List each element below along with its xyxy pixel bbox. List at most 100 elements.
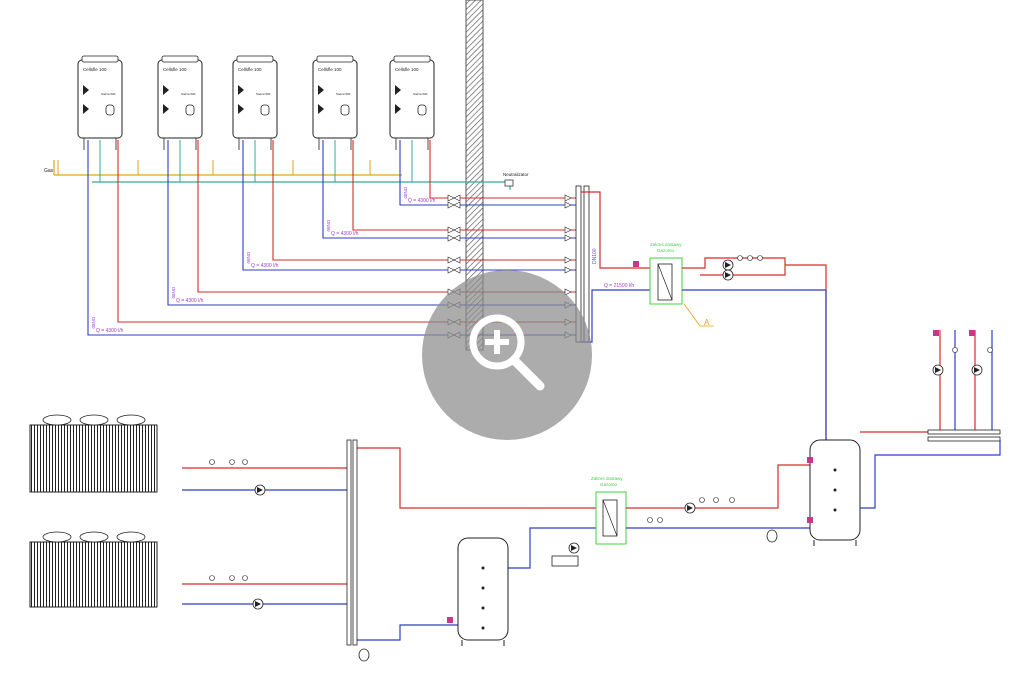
dry-cooler-1[interactable]: [29, 414, 158, 493]
check-valve: [564, 234, 572, 242]
gauge: [229, 459, 235, 465]
total-flow-label: Q = 21500 l/h: [604, 283, 634, 289]
gauge: [757, 255, 763, 261]
gauge: [242, 575, 248, 581]
gauge: [729, 497, 735, 503]
neutraliser: Neutralizator: [503, 172, 529, 187]
zoom-button[interactable]: [422, 270, 592, 440]
boiler-flow-label: Q = 4300 l/h: [96, 328, 124, 334]
boiler-panel-label: Stelna 500: [413, 92, 428, 96]
gauge: [209, 575, 215, 581]
gauge: [209, 459, 215, 465]
gauge: [699, 497, 705, 503]
boiler-flow-label: Q = 4300 l/h: [251, 263, 279, 269]
heat-exchanger-top[interactable]: [649, 257, 683, 305]
isolation-valve: [447, 256, 461, 264]
gauge: [713, 497, 719, 503]
boiler-return-pipe: [87, 140, 576, 336]
magnify-plus-icon: [469, 314, 545, 391]
pump: [932, 364, 944, 376]
hx-bottom-scope-line2: Gazomo: [600, 482, 618, 487]
boiler-model-label: Cellsfle 100: [83, 67, 107, 72]
boiler-panel-label: Stelna 500: [256, 92, 271, 96]
isolation-valve: [447, 194, 461, 202]
boiler-supply-pipe: [429, 140, 576, 199]
boiler-flow-label: Q = 4300 l/h: [408, 198, 436, 204]
dry-cooler-2[interactable]: [29, 531, 158, 608]
dosing-tank: [551, 555, 579, 567]
dn-label: DN80: [91, 317, 96, 329]
boiler-flow-label: Q = 4300 l/h: [331, 231, 359, 237]
dn-label: DN80: [171, 287, 176, 299]
neutraliser-label: Neutralizator: [503, 172, 529, 177]
pump: [252, 598, 264, 610]
boiler-flow-label: Q = 4300 l/h: [176, 298, 204, 304]
boiler-panel-label: Stelna 500: [181, 92, 196, 96]
hx-top-scope-line2: Gazomo: [657, 248, 675, 253]
check-valve: [564, 266, 572, 274]
condensate-line: [92, 181, 511, 190]
pump: [684, 502, 696, 514]
pump: [722, 259, 734, 271]
boiler-return-pipe: [322, 140, 576, 239]
gauge: [647, 517, 653, 523]
boiler-model-label: Cellsfle 100: [238, 67, 262, 72]
dn-label: DN80: [326, 220, 331, 232]
low-loss-header: [346, 439, 358, 646]
check-valve: [564, 194, 572, 202]
boiler-return-pipe: [242, 140, 576, 271]
heating-circuits: [860, 330, 1001, 509]
isolation-valve: [447, 234, 461, 242]
distribution-manifold: [927, 429, 1001, 442]
dn-header-label: DN100: [592, 248, 598, 264]
boiler-model-label: Cellsfle 100: [318, 67, 342, 72]
boiler-supply-pipe: [117, 140, 576, 323]
boiler-model-label: Cellsfle 100: [163, 67, 187, 72]
callout-a: A: [704, 318, 710, 327]
heat-exchanger-bottom[interactable]: [595, 491, 627, 545]
hx-bottom-scope-line1: Zakres dostawy: [591, 476, 623, 481]
hx-top-scope-line1: Zakres dostawy: [650, 242, 682, 247]
boiler-supply-pipe: [352, 140, 576, 231]
dn-label: DN80: [246, 252, 251, 264]
gauge: [747, 255, 753, 261]
isolation-valve: [447, 266, 461, 274]
gauge: [987, 347, 993, 353]
dn-label: DN80: [403, 187, 408, 199]
temperature-sensor: [807, 457, 813, 463]
buffer-tank-small[interactable]: [457, 537, 509, 646]
gauge: [952, 347, 958, 353]
boiler-supply-pipe: [272, 140, 576, 261]
temperature-sensor: [933, 330, 939, 336]
check-valve: [564, 256, 572, 264]
secondary-loop-bottom: [626, 464, 810, 529]
pump: [971, 364, 983, 376]
check-valve: [564, 201, 572, 209]
gauge: [242, 459, 248, 465]
gauge: [229, 575, 235, 581]
expansion-vessel: [358, 648, 370, 662]
expansion-vessel: [766, 529, 778, 543]
pump: [722, 269, 734, 281]
temperature-sensor: [807, 517, 813, 523]
check-valve: [564, 226, 572, 234]
temperature-sensor: [969, 330, 975, 336]
gauge: [657, 517, 663, 523]
boiler-panel-label: Stelna 500: [101, 92, 116, 96]
boiler-model-label: Cellsfle 100: [395, 67, 419, 72]
boiler-panel-label: Stelna 500: [336, 92, 351, 96]
boiler-return-pipe: [399, 140, 576, 206]
pump: [254, 484, 266, 496]
gauge: [737, 255, 743, 261]
buffer-tank-large[interactable]: [809, 439, 861, 546]
temperature-sensor: [447, 617, 453, 623]
isolation-valve: [447, 201, 461, 209]
gas-line: [53, 160, 402, 176]
isolation-valve: [447, 226, 461, 234]
gas-label: Gas: [44, 168, 54, 174]
